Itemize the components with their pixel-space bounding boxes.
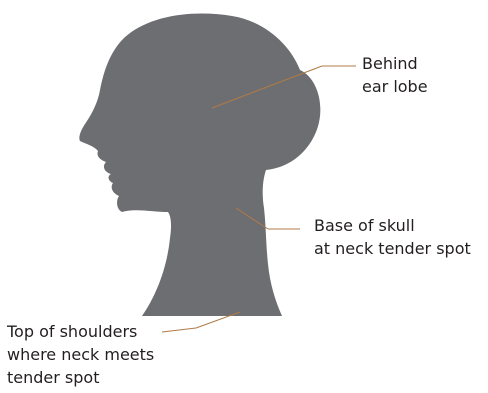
label-line: tender spot	[7, 366, 154, 389]
label-line: Top of shoulders	[7, 320, 154, 343]
label-behind-ear-lobe: Behind ear lobe	[362, 52, 428, 98]
label-line: where neck meets	[7, 343, 154, 366]
label-top-of-shoulders: Top of shoulders where neck meets tender…	[7, 320, 154, 389]
label-base-of-skull: Base of skull at neck tender spot	[314, 214, 471, 260]
label-line: at neck tender spot	[314, 237, 471, 260]
head-silhouette	[79, 14, 320, 316]
label-line: Behind	[362, 52, 428, 75]
label-line: ear lobe	[362, 75, 428, 98]
leader-line-shoulders	[162, 328, 196, 332]
label-line: Base of skull	[314, 214, 471, 237]
